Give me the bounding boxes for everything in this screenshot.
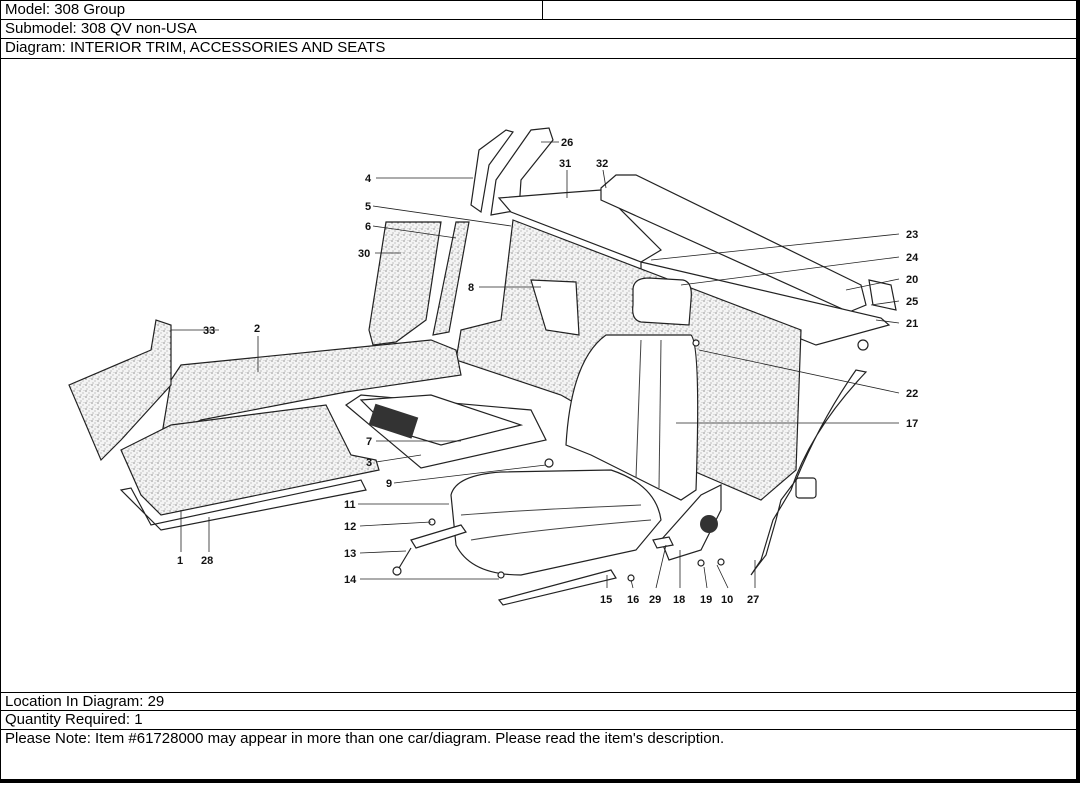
callout-29[interactable]: 29	[649, 594, 661, 606]
callout-12[interactable]: 12	[344, 521, 356, 533]
callout-6[interactable]: 6	[365, 221, 371, 233]
callout-2[interactable]: 2	[254, 323, 260, 335]
callout-19[interactable]: 19	[700, 594, 712, 606]
callout-18[interactable]: 18	[673, 594, 685, 606]
washer-10	[717, 558, 725, 566]
top-trim-20	[600, 174, 867, 313]
diagram-drawing: 4 26 31 32 5 6 30 8 33 2 23 24 20 25 21 …	[68, 127, 919, 606]
bolt-14	[497, 571, 505, 579]
model-row: Model: 308 Group	[0, 0, 543, 20]
belt-anchor	[857, 339, 869, 351]
seat-back-17	[565, 334, 699, 501]
panel-8	[530, 279, 580, 336]
callout-3[interactable]: 3	[366, 457, 372, 469]
floor-underlay-28	[119, 479, 367, 531]
belt-retractor	[795, 477, 817, 499]
bolt-19	[697, 559, 705, 567]
callout-30[interactable]: 30	[358, 248, 370, 260]
callout-14[interactable]: 14	[344, 574, 357, 586]
callout-26[interactable]: 26	[561, 137, 573, 149]
callout-32[interactable]: 32	[596, 158, 608, 170]
rear-shelf-31	[497, 189, 662, 263]
panel-30	[368, 221, 442, 346]
vent-grille	[368, 403, 419, 439]
connector-13	[392, 566, 402, 576]
callout-20[interactable]: 20	[906, 274, 918, 286]
quantity-row: Quantity Required: 1	[0, 711, 1080, 730]
callout-24[interactable]: 24	[906, 252, 919, 264]
panel-6	[432, 221, 470, 336]
callout-13[interactable]: 13	[344, 548, 356, 560]
model-row-extension	[543, 0, 1080, 20]
callout-22[interactable]: 22	[906, 388, 918, 400]
callout-4[interactable]: 4	[365, 173, 372, 185]
callout-21[interactable]: 21	[906, 318, 918, 330]
plug-22	[692, 339, 700, 347]
callout-33[interactable]: 33	[203, 325, 215, 337]
slide-rail-13	[410, 524, 467, 549]
callout-11[interactable]: 11	[344, 499, 356, 511]
clip-9	[544, 458, 554, 468]
location-row: Location In Diagram: 29	[0, 692, 1080, 711]
callout-25[interactable]: 25	[906, 296, 918, 308]
callout-1[interactable]: 1	[177, 555, 183, 567]
note-row: Please Note: Item #61728000 may appear i…	[0, 730, 1080, 783]
callout-28[interactable]: 28	[201, 555, 213, 567]
slide-rail-15	[497, 569, 617, 606]
submodel-row: Submodel: 308 QV non-USA	[0, 20, 1080, 39]
pillar-trim-4	[470, 129, 514, 214]
cable-13	[398, 547, 412, 569]
callout-27[interactable]: 27	[747, 594, 759, 606]
diagram-title-row: Diagram: INTERIOR TRIM, ACCESSORIES AND …	[0, 39, 1080, 59]
seat-cushion-11	[450, 469, 662, 576]
callout-15[interactable]: 15	[600, 594, 612, 606]
seat-belt-27	[750, 369, 868, 576]
callout-23[interactable]: 23	[906, 229, 918, 241]
cover-29	[652, 536, 674, 549]
headrest	[632, 277, 692, 326]
recliner-knob	[700, 515, 718, 533]
callout-8[interactable]: 8	[468, 282, 474, 294]
front-carpet-33	[68, 319, 172, 462]
recliner-bracket-18	[660, 484, 722, 561]
callout-7[interactable]: 7	[366, 436, 372, 448]
callout-labels: 4 26 31 32 5 6 30 8 33 2 23 24 20 25 21 …	[177, 137, 919, 606]
parts-diagram: 4 26 31 32 5 6 30 8 33 2 23 24 20 25 21 …	[0, 59, 1080, 692]
callout-17[interactable]: 17	[906, 418, 918, 430]
callout-5[interactable]: 5	[365, 201, 371, 213]
callout-16[interactable]: 16	[627, 594, 639, 606]
callout-10[interactable]: 10	[721, 594, 733, 606]
leader-lines	[171, 141, 900, 589]
callout-31[interactable]: 31	[559, 158, 571, 170]
callout-9[interactable]: 9	[386, 478, 392, 490]
floor-mat-1	[120, 404, 380, 516]
